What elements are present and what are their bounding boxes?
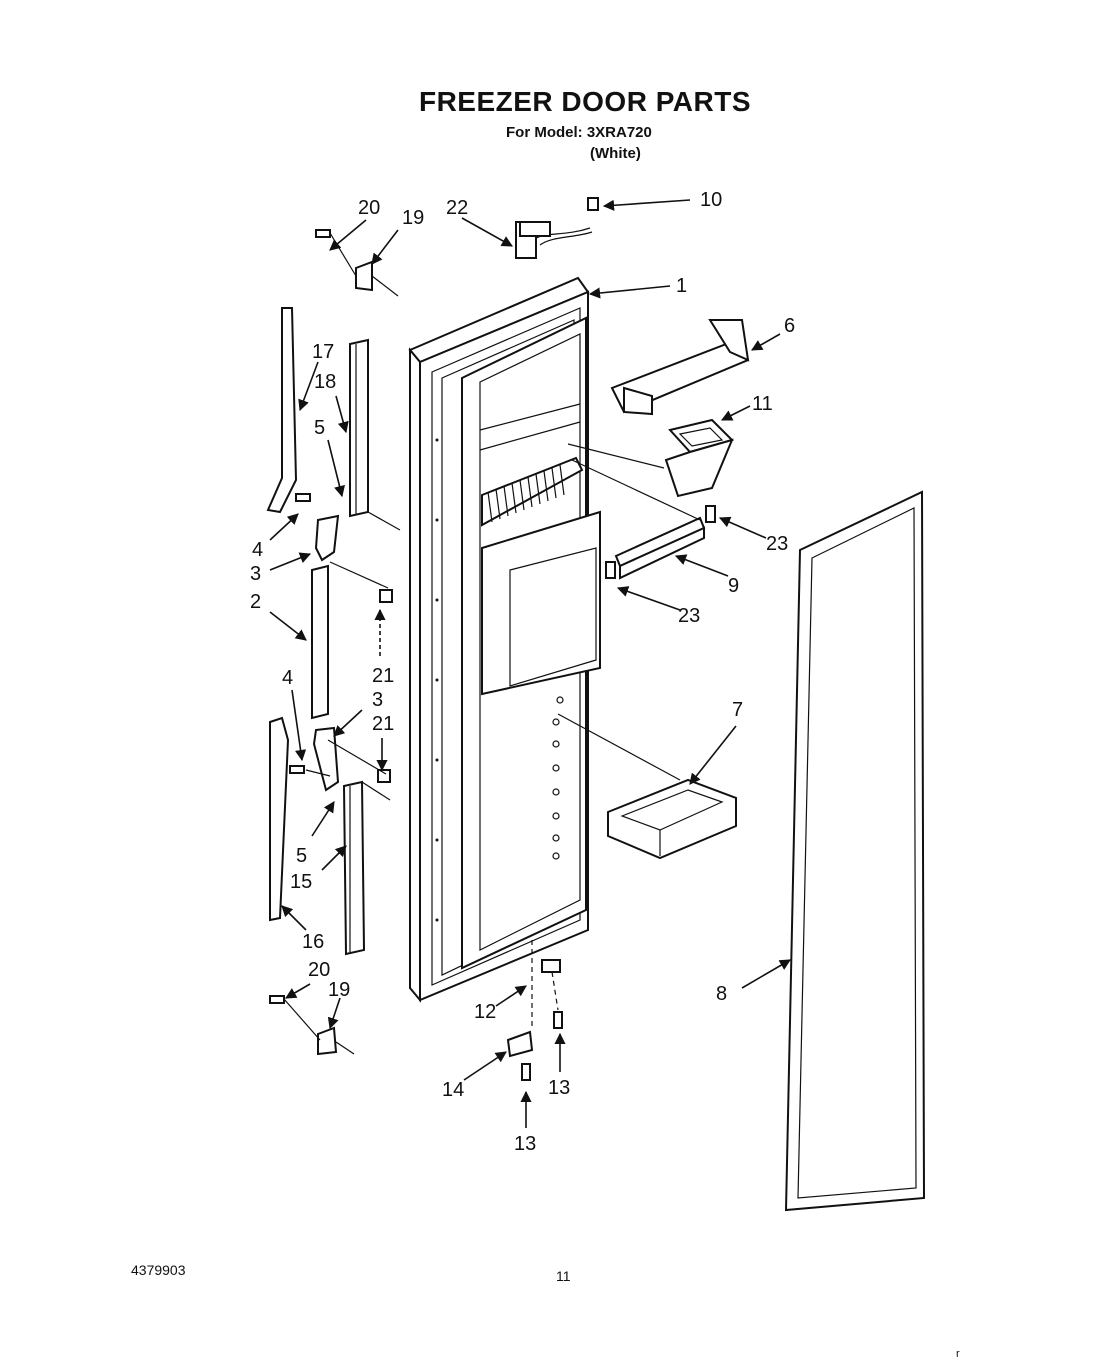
callout-13-bottom: 13 (514, 1133, 536, 1155)
document-number: 4379903 (131, 1262, 186, 1278)
leader-lines (269, 199, 791, 1128)
color-line: (White) (590, 145, 641, 162)
door-gasket (784, 490, 926, 1212)
dispenser-drip-tray (607, 778, 737, 860)
callout-4-lower: 4 (282, 667, 293, 689)
callout-23-upper: 23 (766, 533, 788, 555)
callout-8: 8 (716, 983, 727, 1005)
callout-5-upper: 5 (314, 417, 325, 439)
callout-7: 7 (732, 699, 743, 721)
callout-11: 11 (752, 393, 773, 415)
callout-20-upper: 20 (358, 197, 380, 219)
callout-3-lower: 3 (372, 689, 383, 711)
dispenser-trim (605, 505, 716, 580)
callout-6: 6 (784, 315, 795, 337)
callout-17: 17 (312, 341, 334, 363)
callout-20-lower: 20 (308, 959, 330, 981)
ice-chute (664, 418, 734, 498)
door-shelf-bin (610, 319, 750, 416)
callout-5-lower: 5 (296, 845, 307, 867)
callout-21-upper: 21 (372, 665, 394, 687)
callout-13-right: 13 (548, 1077, 570, 1099)
callout-1: 1 (676, 275, 687, 297)
callout-2: 2 (250, 591, 261, 613)
freezer-door-panel (408, 221, 601, 1003)
callout-12: 12 (474, 1001, 496, 1023)
page-number: 11 (556, 1268, 571, 1284)
callout-labels: 1 2 3 3 4 4 5 5 6 7 8 9 10 11 12 13 13 1… (250, 189, 795, 1155)
page-title: FREEZER DOOR PARTS (418, 86, 752, 117)
callout-22: 22 (446, 197, 468, 219)
callout-10: 10 (700, 189, 722, 211)
callout-19-lower: 19 (328, 979, 350, 1001)
callout-14: 14 (442, 1079, 464, 1101)
callout-16: 16 (302, 931, 324, 953)
corner-mark: r (956, 1348, 960, 1360)
callout-21-lower: 21 (372, 713, 394, 735)
callout-15: 15 (290, 871, 312, 893)
callout-19-upper: 19 (402, 207, 424, 229)
callout-4-upper: 4 (252, 539, 263, 561)
callout-18: 18 (314, 371, 336, 393)
callout-23-lower: 23 (678, 605, 700, 627)
model-line: For Model: 3XRA720 (506, 124, 652, 141)
callout-3-upper: 3 (250, 563, 261, 585)
left-hardware (266, 197, 599, 1081)
callout-9: 9 (728, 575, 739, 597)
